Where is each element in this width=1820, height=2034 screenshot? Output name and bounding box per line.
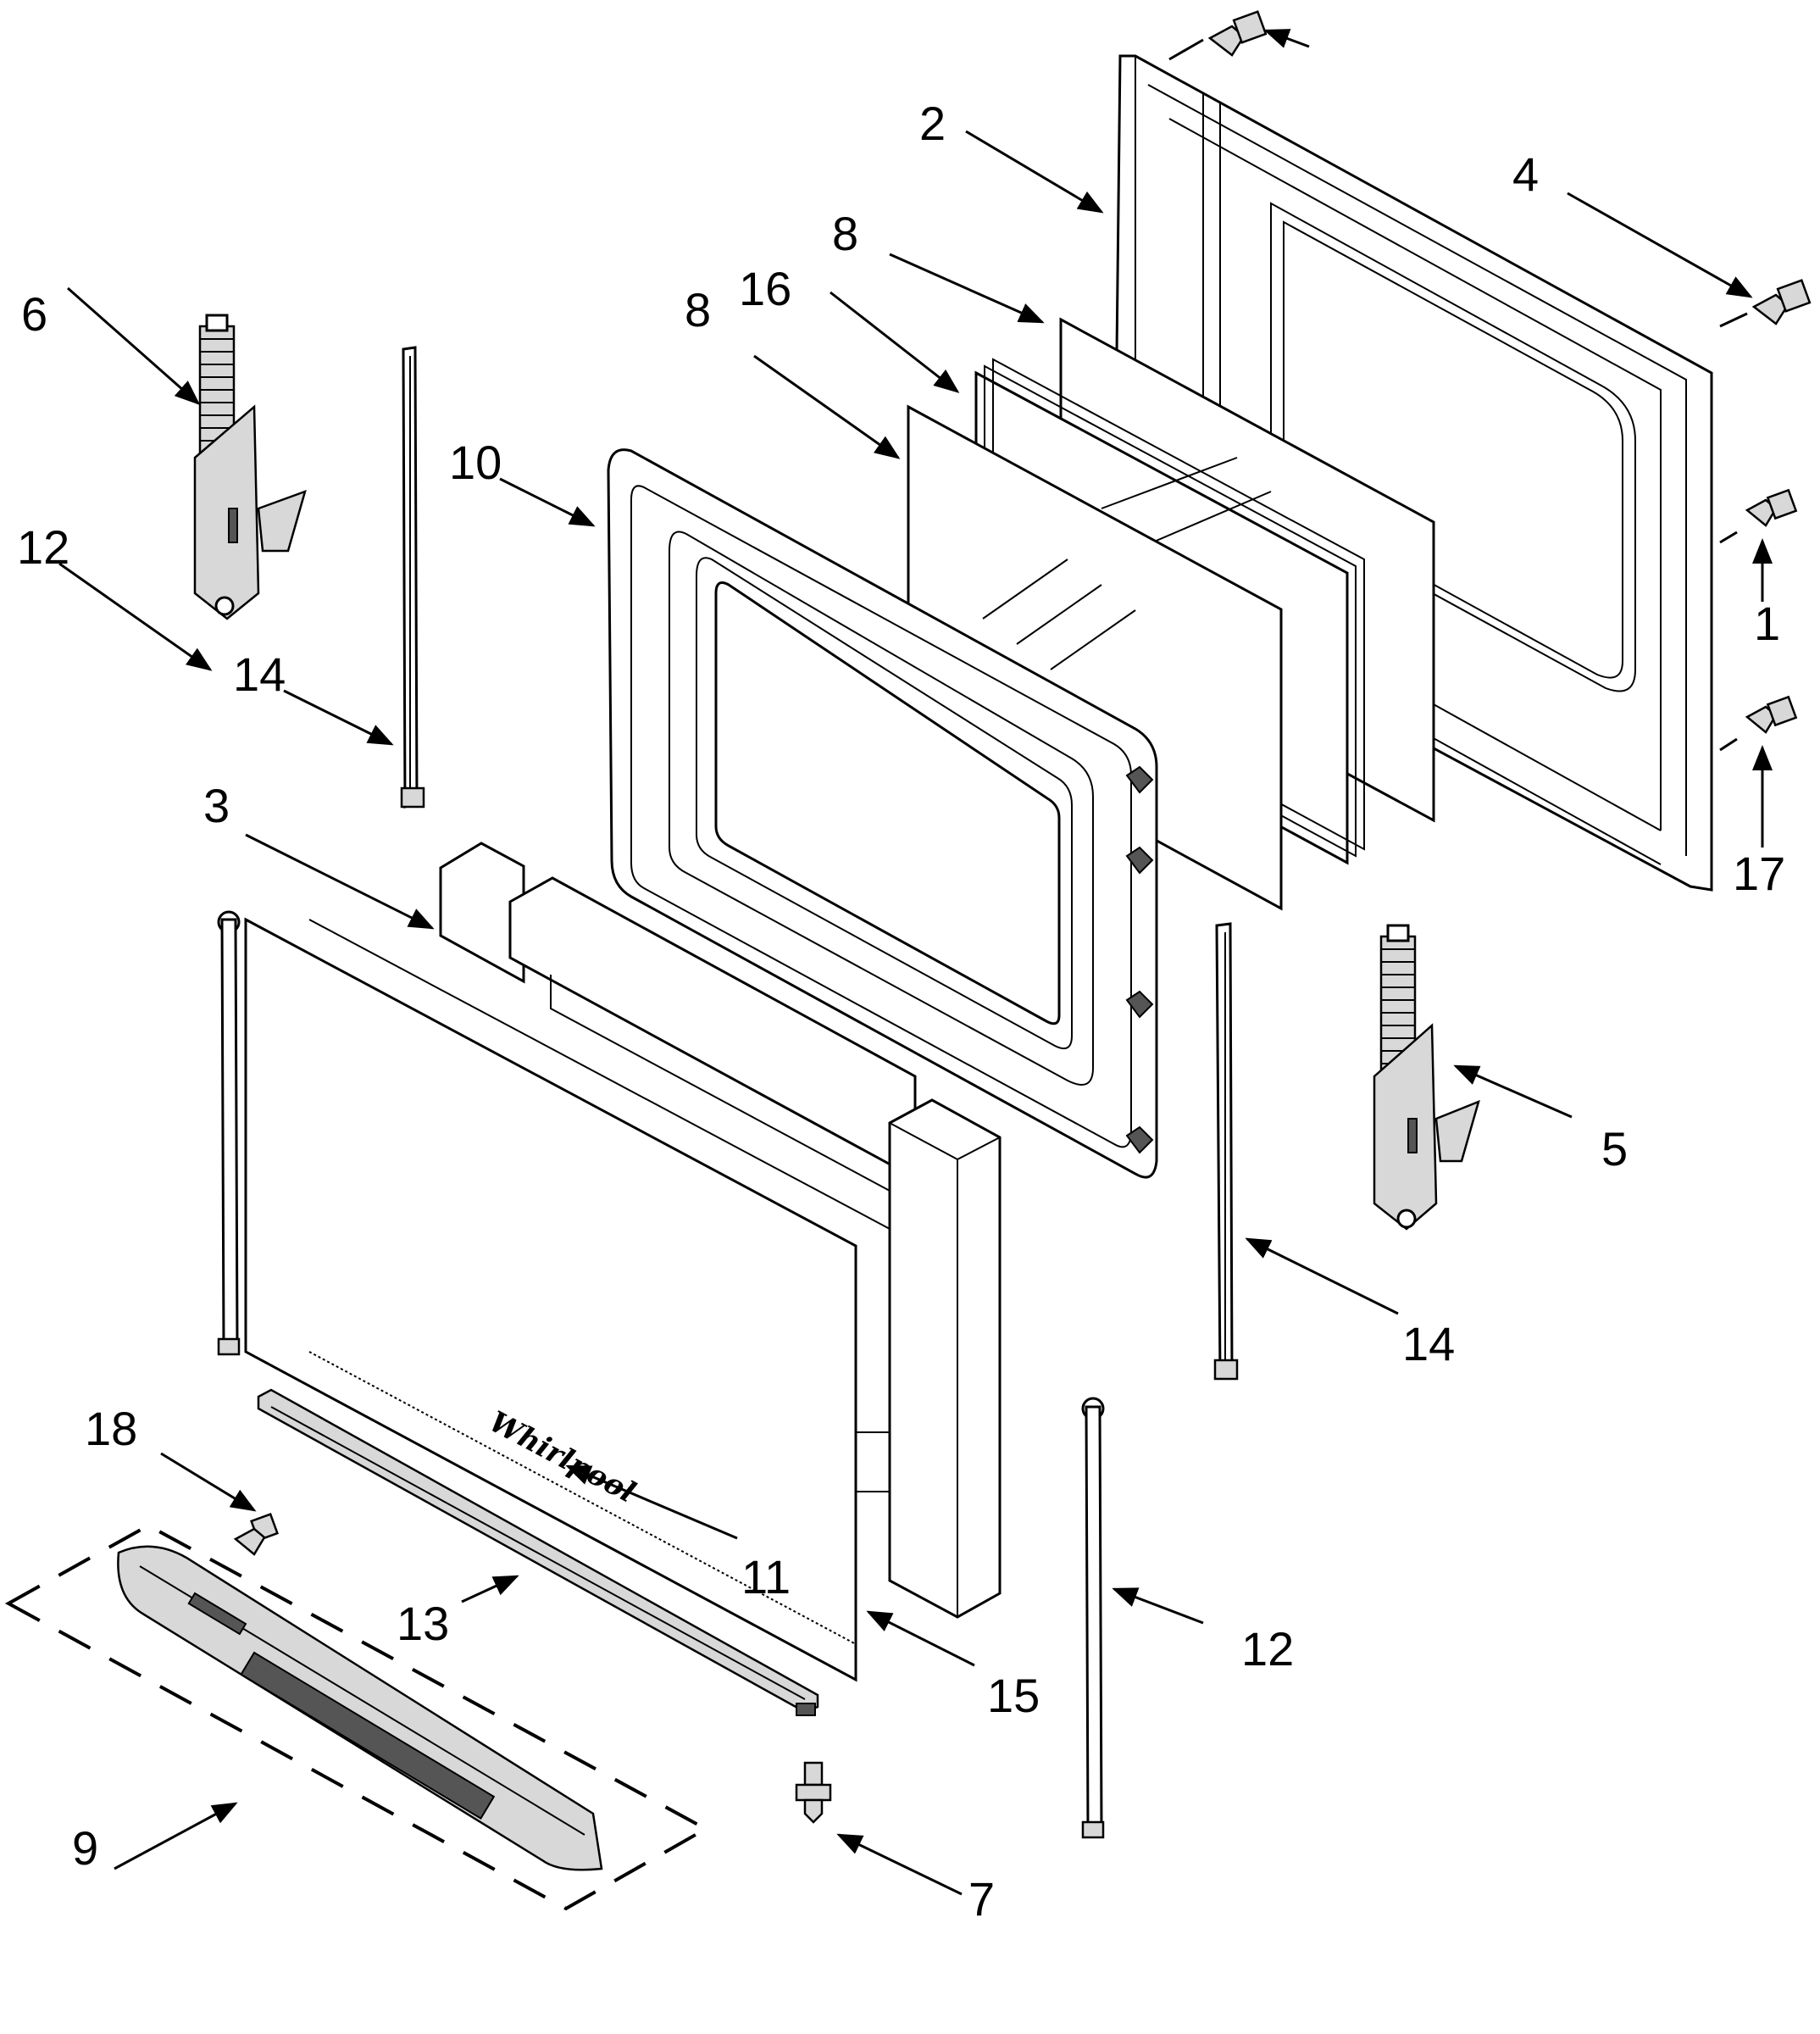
callout-18: 18: [85, 1402, 137, 1455]
callout-13: 13: [397, 1597, 449, 1650]
screw-part-1: [1745, 488, 1798, 527]
hinge-right: [1373, 924, 1480, 1231]
callout-9: 9: [72, 1821, 98, 1875]
callout-12-right: 12: [1241, 1622, 1294, 1676]
callout-labels: 2 4 8 16 8 6 10 1 14 3 17 12 5 14 18 11 …: [17, 97, 1785, 1926]
leader-lines: [58, 29, 1773, 1896]
screw-part-18: [233, 1513, 279, 1556]
door-side-channel-left: [400, 346, 425, 809]
door-liner-frame: [607, 448, 1158, 1179]
screw-part-7: [795, 1761, 832, 1824]
callout-14-right: 14: [1402, 1317, 1455, 1370]
callout-11: 11: [741, 1550, 791, 1603]
callout-12-left: 12: [17, 520, 69, 574]
inner-door-panel: [1113, 54, 1713, 892]
outer-door-glass: [244, 917, 891, 1682]
door-screw-top: [1207, 10, 1268, 57]
callout-10: 10: [449, 436, 502, 489]
callout-5: 5: [1601, 1122, 1628, 1175]
door-side-trim-right: [1081, 1397, 1105, 1839]
hinge-left: [193, 314, 307, 620]
callout-4: 4: [1512, 147, 1539, 201]
door-side-channel-right: [1213, 922, 1239, 1381]
callout-3: 3: [203, 779, 230, 832]
callout-16: 16: [739, 262, 791, 315]
callout-7: 7: [968, 1872, 995, 1926]
callout-8-back: 8: [832, 207, 858, 260]
door-handle: [4, 1523, 710, 1911]
callout-1: 1: [1754, 597, 1780, 650]
door-insulation: [439, 842, 1002, 1619]
screw-part-17: [1745, 695, 1798, 734]
door-screw-right: [1751, 279, 1812, 325]
callout-8-front: 8: [685, 283, 711, 336]
callout-17: 17: [1733, 847, 1785, 900]
door-side-trim-left: [217, 910, 241, 1356]
door-vent-channel: [257, 1388, 819, 1716]
callout-15: 15: [987, 1669, 1040, 1722]
callout-2: 2: [919, 97, 946, 150]
callout-14-left: 14: [233, 647, 286, 701]
callout-6: 6: [21, 287, 47, 341]
